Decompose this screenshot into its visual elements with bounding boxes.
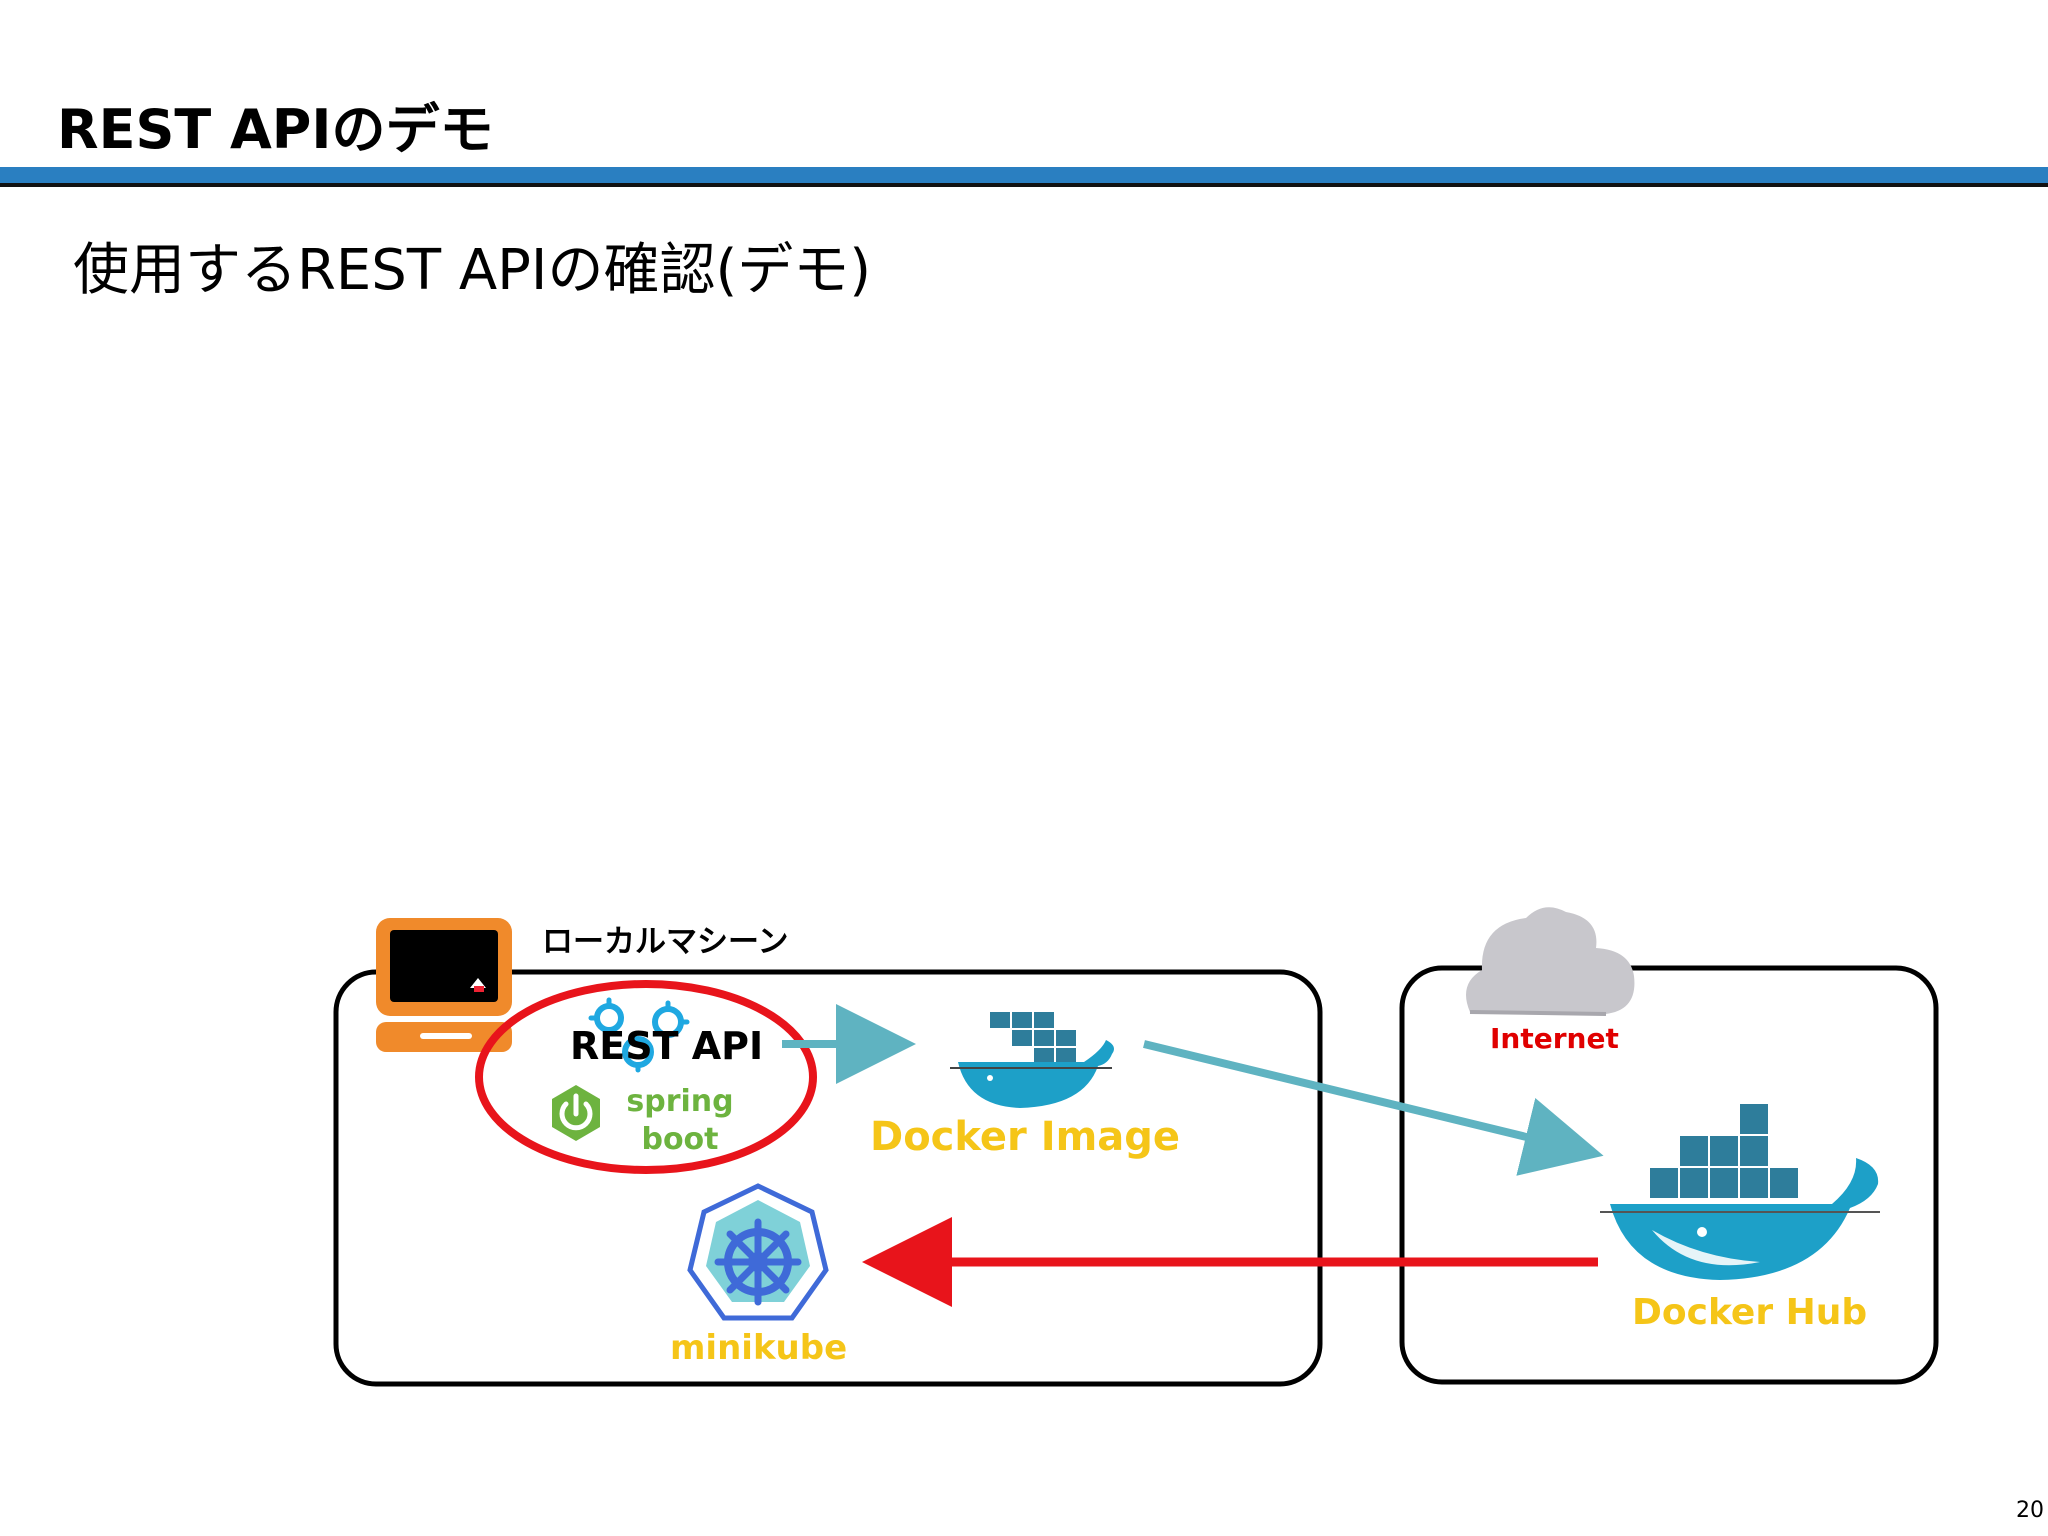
push-arrow: [1143, 1040, 1604, 1176]
cloud-icon: [1466, 907, 1635, 1016]
slide-subtitle: 使用するREST APIの確認(デモ): [73, 238, 872, 303]
spring-boot-label-line1: spring: [626, 1084, 734, 1119]
rest-api-label: REST API: [570, 1024, 764, 1068]
docker-hub-label: Docker Hub: [1632, 1292, 1868, 1333]
internet-box: [1399, 965, 1939, 1385]
local-machine-box: [333, 969, 1323, 1387]
rest-api-highlight-ellipse: [475, 980, 817, 1174]
spring-boot-power-icon: [552, 1085, 600, 1141]
local-machine-label: ローカルマシーン: [542, 924, 789, 960]
docker-image-label: Docker Image: [870, 1114, 1181, 1160]
kubernetes-helm-icon: [687, 1183, 829, 1321]
gears-icon: [588, 997, 690, 1073]
spring-boot-label: spring boot: [600, 1083, 760, 1159]
computer-icon: [376, 918, 512, 1052]
spring-boot-label-line2: boot: [641, 1122, 719, 1157]
title-underline-bar: [0, 167, 2048, 187]
internet-label: Internet: [1490, 1022, 1619, 1055]
docker-whale-small-icon: [950, 1012, 1114, 1108]
docker-whale-large-icon: [1600, 1104, 1880, 1280]
slide-title: REST APIのデモ: [57, 98, 494, 161]
page-number: 20: [2016, 1498, 2044, 1523]
minikube-label: minikube: [670, 1328, 848, 1368]
